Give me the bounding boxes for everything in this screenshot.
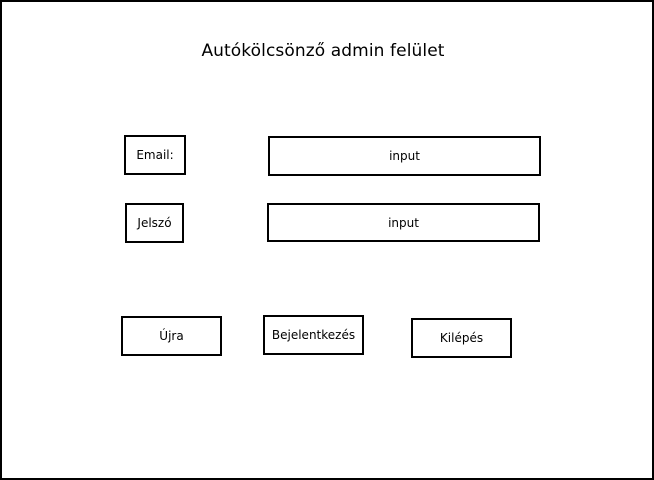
password-input-value: input bbox=[388, 215, 419, 230]
page-title-text: Autókölcsönző admin felület bbox=[201, 41, 445, 61]
exit-button-label: Kilépés bbox=[439, 331, 484, 345]
exit-button[interactable]: Kilépés bbox=[411, 318, 512, 358]
email-label-text: Email: bbox=[136, 148, 174, 162]
reset-button-label: Újra bbox=[159, 329, 184, 343]
login-button[interactable]: Bejelentkezés bbox=[263, 315, 364, 355]
reset-button[interactable]: Újra bbox=[121, 316, 222, 356]
password-label-text: Jelszó bbox=[137, 216, 172, 230]
email-input-value: input bbox=[389, 149, 420, 163]
password-input[interactable]: input bbox=[267, 203, 540, 242]
password-label: Jelszó bbox=[125, 203, 184, 243]
login-button-label: Bejelentkezés bbox=[271, 328, 356, 342]
page-title: Autókölcsönző admin felület bbox=[0, 41, 654, 61]
email-input[interactable]: input bbox=[268, 136, 541, 176]
email-label: Email: bbox=[124, 135, 186, 175]
